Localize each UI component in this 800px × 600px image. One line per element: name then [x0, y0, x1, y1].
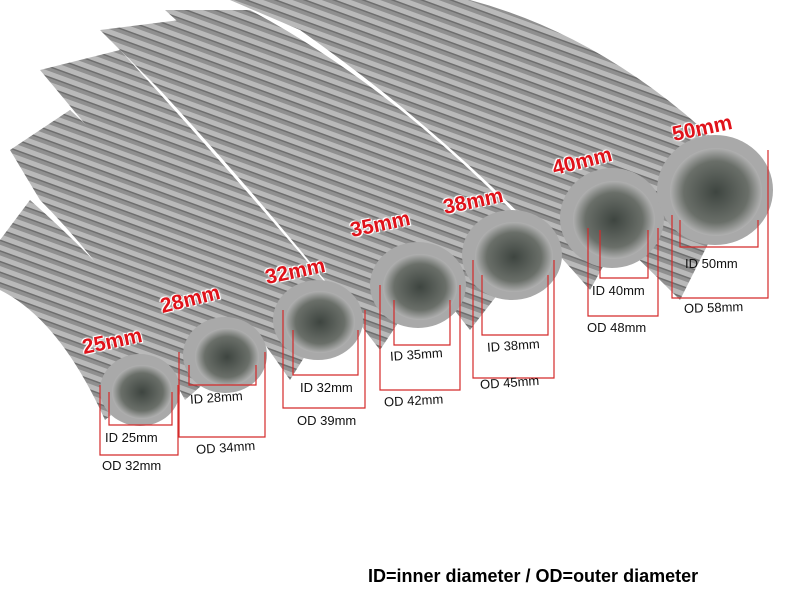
od-label-32mm: OD 39mm — [297, 413, 357, 428]
od-label-40mm: OD 48mm — [587, 320, 647, 335]
od-label-35mm: OD 42mm — [383, 391, 444, 410]
id-label-50mm: ID 50mm — [685, 256, 738, 271]
id-label-25mm: ID 25mm — [105, 430, 158, 445]
hose-35mm-body — [100, 20, 440, 350]
hose-32mm-body — [40, 50, 340, 380]
od-label-50mm: OD 58mm — [683, 298, 744, 317]
id-label-40mm: ID 40mm — [592, 283, 645, 298]
dimension-lines — [99, 150, 769, 456]
legend-caption: ID=inner diameter / OD=outer diameter — [368, 566, 699, 586]
od-label-25mm: OD 32mm — [102, 458, 162, 473]
id-label-32mm: ID 32mm — [300, 380, 353, 395]
